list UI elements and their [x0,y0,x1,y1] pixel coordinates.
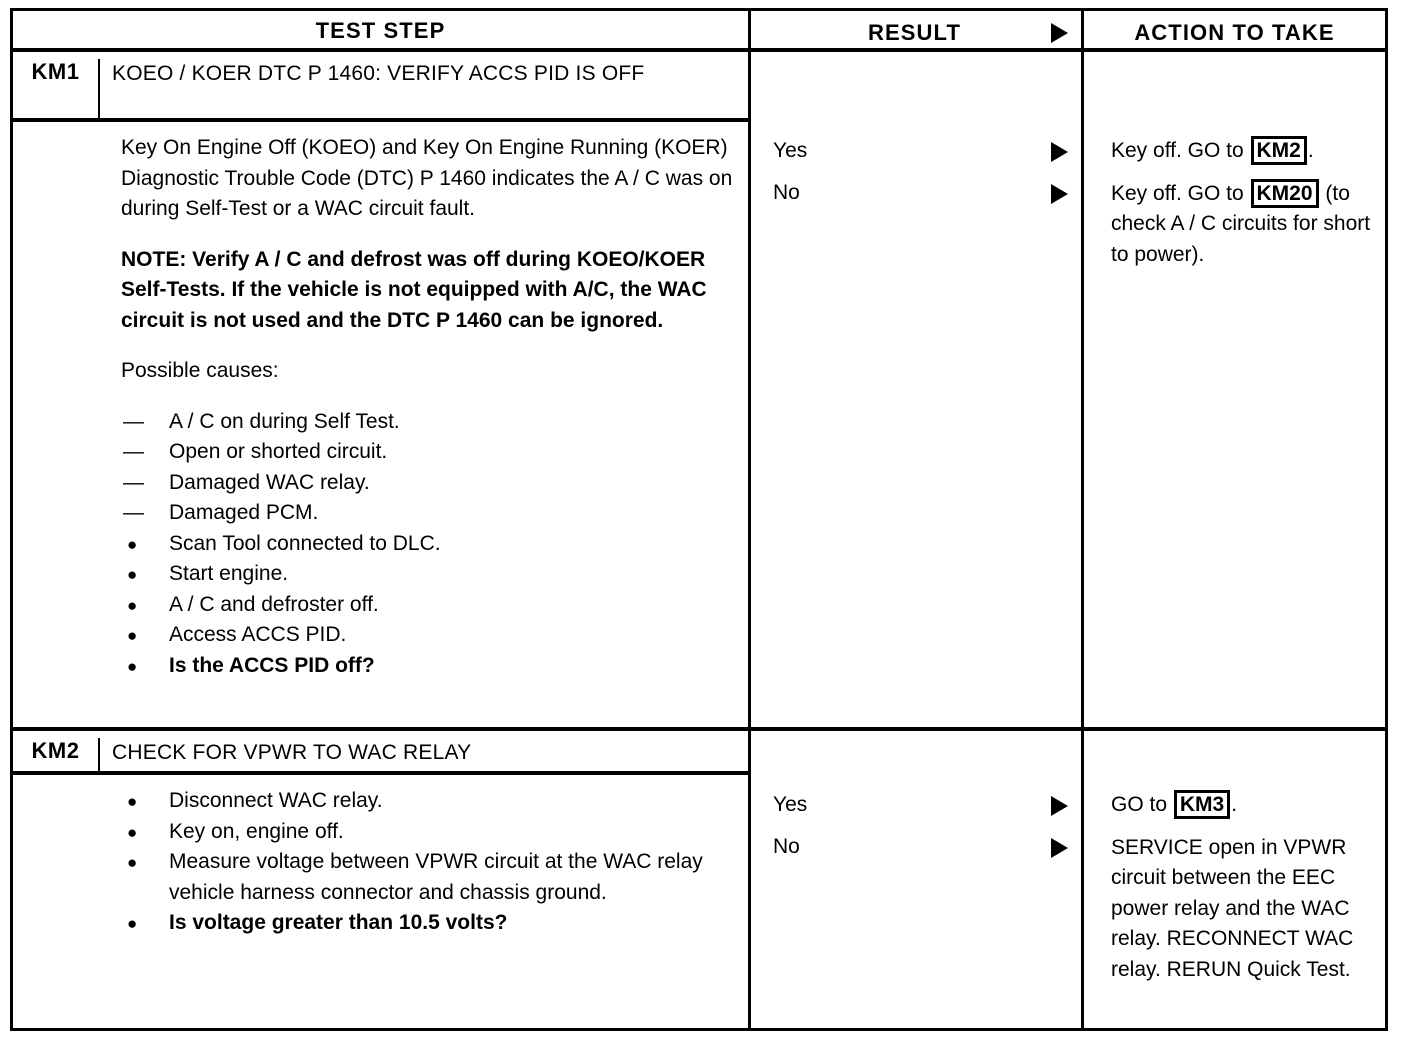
step-id-divider [98,738,100,774]
list-item-label: Scan Tool connected to DLC. [169,531,441,555]
column-header-result: RESULT [868,20,961,45]
list-item-label: Access ACCS PID. [169,623,347,646]
right-triangle-icon [1051,142,1068,162]
result-no-km2: No [773,835,800,858]
step-id-divider [98,59,100,121]
step-title-km1: KOEO / KOER DTC P 1460: VERIFY ACCS PID … [112,62,645,85]
bullet-icon: ● [127,853,138,872]
list-item-label: Key on, engine off. [169,819,344,843]
table-column-header: TEST STEP RESULT ACTION TO TAKE [13,11,1385,48]
km1-paragraph-1: Key On Engine Off (KOEO) and Key On Engi… [121,136,733,220]
step-id-km2: KM2 [31,738,80,763]
list-item: ● Is voltage greater than 10.5 volts? [121,908,751,939]
rule-below-column-header [13,48,1385,52]
action-text-post: . [1231,793,1238,816]
list-item: ● Start engine. [121,559,751,590]
step-title-row-km2: KM2 CHECK FOR VPWR TO WAC RELAY [13,738,748,774]
result-yes-km1: Yes [773,139,808,162]
list-item-label: Open or shorted circuit. [169,440,388,463]
list-item: — Damaged WAC relay. [121,468,751,499]
bullet-icon: ● [127,534,138,554]
list-item: — A / C on during Self Test. [121,407,751,438]
list-item-label: Measure voltage between VPWR circuit at … [169,850,703,904]
list-item-label: A / C and defroster off. [169,592,379,616]
pinpoint-test-table: TEST STEP RESULT ACTION TO TAKE KM1 KOEO… [10,8,1388,1031]
action-for-no-km2: SERVICE open in VPWR circuit between the… [1111,833,1391,986]
bullet-icon: ● [127,792,138,811]
result-no-km1: No [773,181,800,204]
action-list-km2: GO to KM3. SERVICE open in VPWR circuit … [1111,790,1391,985]
list-item-label: Is voltage greater than 10.5 volts? [169,911,508,934]
list-item: ● Key on, engine off. [121,817,751,848]
list-item: ● Is the ACCS PID off? [121,651,751,682]
column-header-test-step: TEST STEP [315,18,446,43]
km1-action-list: ● Scan Tool connected to DLC. ● Start engi… [121,529,751,682]
bullet-icon: ● [127,595,138,615]
action-text-pre: GO to [1111,793,1173,816]
list-item: ● Scan Tool connected to DLC. [121,529,751,560]
column-divider-action [1081,11,1084,1028]
step-reference-link[interactable]: KM20 [1250,178,1319,208]
step-body-km1: Key On Engine Off (KOEO) and Key On Engi… [121,133,751,681]
km1-causes-label: Possible causes: [121,359,279,382]
action-for-no-km1: Key off. GO to KM20 (to check A / C circ… [1111,178,1391,271]
rule-between-km1-and-km2 [13,727,1385,731]
action-text-post: (to check A / C circuits for short to po… [1111,181,1371,266]
right-triangle-icon [1051,184,1068,204]
list-item-label: Damaged PCM. [169,501,319,524]
list-item: ● Access ACCS PID. [121,620,751,651]
km2-action-list: ● Disconnect WAC relay. ● Key on, engine o… [121,786,751,939]
action-text-pre: SERVICE open in VPWR circuit between the… [1111,835,1354,981]
list-item-label: Start engine. [169,562,289,585]
bullet-icon: ● [127,626,138,645]
bullet-icon: ● [127,565,138,584]
column-divider-result [748,11,751,1028]
action-list-km1: Key off. GO to KM2. Key off. GO to KM20 … [1111,136,1391,270]
step-title-row-km1: KM1 KOEO / KOER DTC P 1460: VERIFY ACCS … [13,59,748,121]
list-item: ● A / C and defroster off. [121,590,751,621]
step-id-km1: KM1 [31,59,80,84]
right-triangle-icon [1051,838,1068,858]
rule-below-km2-title [13,771,748,775]
result-yes-km2: Yes [773,793,808,816]
bullet-icon: ● [127,656,138,676]
list-item: ● Measure voltage between VPWR circuit at… [121,847,751,908]
list-item-label: Is the ACCS PID off? [169,653,375,677]
result-list-km2: Yes No [773,790,1063,862]
action-for-yes-km2: GO to KM3. [1111,790,1391,821]
km1-possible-causes-list: — A / C on during Self Test. — Open or sho… [121,407,751,529]
column-header-action: ACTION TO TAKE [1134,20,1335,45]
bullet-icon: ● [127,822,138,842]
list-item-label: Damaged WAC relay. [169,470,370,494]
step-reference-link[interactable]: KM3 [1173,790,1231,819]
action-text-post: . [1307,139,1314,162]
step-reference-link[interactable]: KM2 [1250,136,1307,165]
dash-icon: — [123,440,144,463]
rule-below-km1-title [13,118,748,122]
km1-note: NOTE: Verify A / C and defrost was off d… [121,247,707,332]
action-for-yes-km1: Key off. GO to KM2. [1111,136,1391,167]
action-text-pre: Key off. GO to [1111,139,1250,162]
bullet-icon: ● [127,914,138,933]
list-item: — Open or shorted circuit. [121,437,751,468]
dash-icon: — [123,470,144,494]
step-body-km2: ● Disconnect WAC relay. ● Key on, engine o… [121,786,751,939]
result-list-km1: Yes No [773,136,1063,208]
dash-icon: — [123,501,144,524]
action-text-pre: Key off. GO to [1111,181,1250,205]
step-title-km2: CHECK FOR VPWR TO WAC RELAY [112,741,472,764]
right-triangle-icon [1051,23,1068,43]
list-item-label: Disconnect WAC relay. [169,789,383,812]
list-item-label: A / C on during Self Test. [169,409,400,433]
list-item: ● Disconnect WAC relay. [121,786,751,817]
dash-icon: — [123,409,144,433]
list-item: — Damaged PCM. [121,498,751,529]
right-triangle-icon [1051,796,1068,816]
